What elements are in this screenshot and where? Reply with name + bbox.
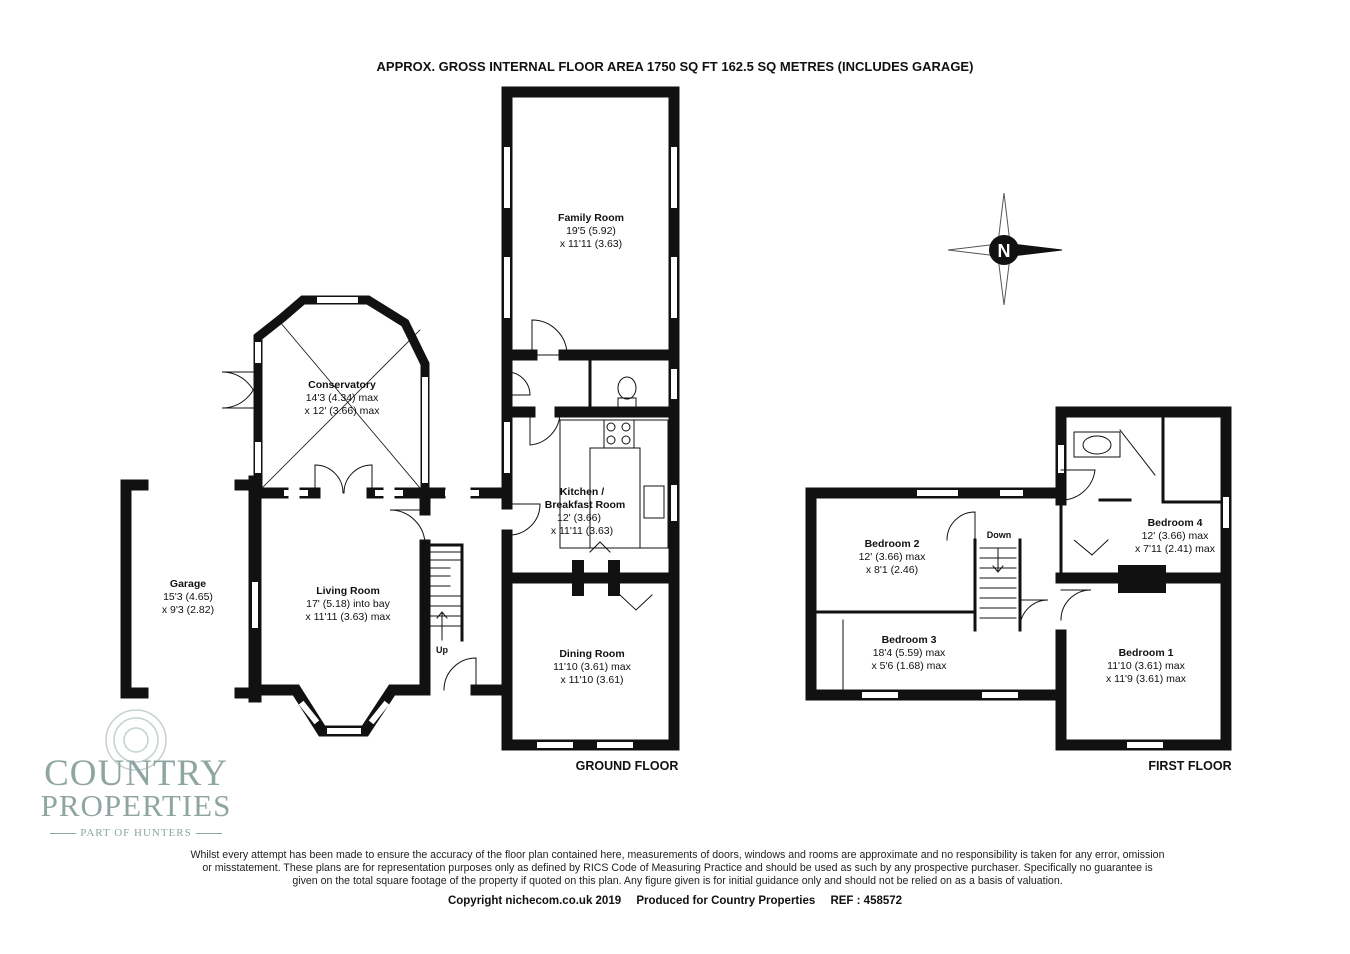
stairs-up-label: Up: [436, 645, 448, 655]
family-room-label: Family Room: [558, 212, 624, 224]
footer-ref: REF : 458572: [830, 895, 903, 907]
door-swings: [221, 319, 1109, 691]
bedroom-3-dim1: 18'4 (5.59) max: [873, 647, 946, 659]
logo-emblem-icon: [105, 709, 167, 771]
stairs-down-label: Down: [987, 530, 1012, 540]
wall-first-inner: [809, 498, 1132, 632]
first-floor-label: FIRST FLOOR: [1148, 759, 1231, 773]
conservatory-roof-lines: [261, 321, 421, 489]
compass-icon: [947, 192, 1063, 306]
kitchen-label-2: Breakfast Room: [545, 499, 626, 511]
conservatory-label: Conservatory: [308, 379, 376, 391]
bedroom-2-dim2: x 8'1 (2.46): [866, 564, 918, 576]
dining-room-dim2: x 11'10 (3.61): [560, 674, 623, 686]
wall-stair: [423, 543, 464, 642]
compass-label: N: [998, 241, 1011, 261]
logo-tagline: PART OF HUNTERS: [40, 827, 232, 839]
living-room-dim2: x 11'11 (3.63) max: [305, 611, 391, 623]
footer-copyright: Copyright nichecom.co.uk 2019: [447, 895, 622, 907]
logo-line-properties: PROPERTIES: [40, 788, 232, 823]
stairs-first: [979, 547, 1017, 619]
wc-toilet: [617, 376, 637, 409]
kitchen-dim2: x 11'11 (3.63): [551, 525, 613, 537]
footer-produced: Produced for Country Properties: [636, 895, 816, 907]
bath: [1161, 410, 1225, 504]
bedroom-4-dim2: x 7'11 (2.41) max: [1135, 543, 1216, 555]
family-room-dim2: x 11'11 (3.63): [560, 238, 622, 250]
kitchen-fittings: [559, 419, 669, 549]
living-room-dim1: 17' (5.18) into bay: [306, 598, 390, 610]
garage-label: Garage: [170, 578, 206, 590]
garage-dim2: x 9'3 (2.82): [162, 604, 214, 616]
kitchen-dim1: 12' (3.66): [557, 512, 601, 524]
bathroom-fittings: [1073, 429, 1156, 476]
chimney-stack: [1118, 565, 1166, 593]
chimney-breast-2: [608, 560, 620, 596]
bedroom-2-label: Bedroom 2: [865, 538, 920, 550]
family-room-dim1: 19'5 (5.92): [566, 225, 616, 237]
chimney-breast: [572, 560, 584, 596]
dining-room-dim1: 11'10 (3.61) max: [553, 661, 631, 673]
living-room-label: Living Room: [316, 585, 380, 597]
bedroom-1-dim1: 11'10 (3.61) max: [1107, 660, 1185, 672]
bedroom-4-label: Bedroom 4: [1148, 517, 1203, 529]
logo-line-country: COUNTRY: [44, 753, 228, 794]
garage-dim1: 15'3 (4.65): [163, 591, 213, 603]
windows: [252, 147, 1229, 748]
logo-tagline-text: PART OF HUNTERS: [80, 827, 192, 839]
bedroom-2-dim1: 12' (3.66) max: [859, 551, 927, 563]
bedroom-3-dim2: x 5'6 (1.68) max: [872, 660, 948, 672]
ground-floor-label: GROUND FLOOR: [576, 759, 679, 773]
conservatory-dim2: x 12' (3.66) max: [305, 405, 381, 417]
bedroom-3-label: Bedroom 3: [882, 634, 937, 646]
wall-hall: [470, 339, 680, 751]
conservatory-dim1: 14'3 (4.34) max: [306, 392, 379, 404]
disclaimer: Whilst every attempt has been made to en…: [190, 849, 1165, 887]
kitchen-label-1: Kitchen /: [560, 486, 604, 498]
page-title: APPROX. GROSS INTERNAL FLOOR AREA 1750 S…: [376, 59, 974, 74]
footer-credits: Copyright nichecom.co.uk 2019 Produced f…: [0, 895, 1350, 907]
bedroom-1-dim2: x 11'9 (3.61) max: [1106, 673, 1187, 685]
stairs-ground: [424, 551, 463, 641]
bedroom-4-dim1: 12' (3.66) max: [1142, 530, 1210, 542]
dining-room-label: Dining Room: [559, 648, 624, 660]
wall-family-room: [501, 86, 680, 361]
bedroom-1-label: Bedroom 1: [1119, 647, 1174, 659]
